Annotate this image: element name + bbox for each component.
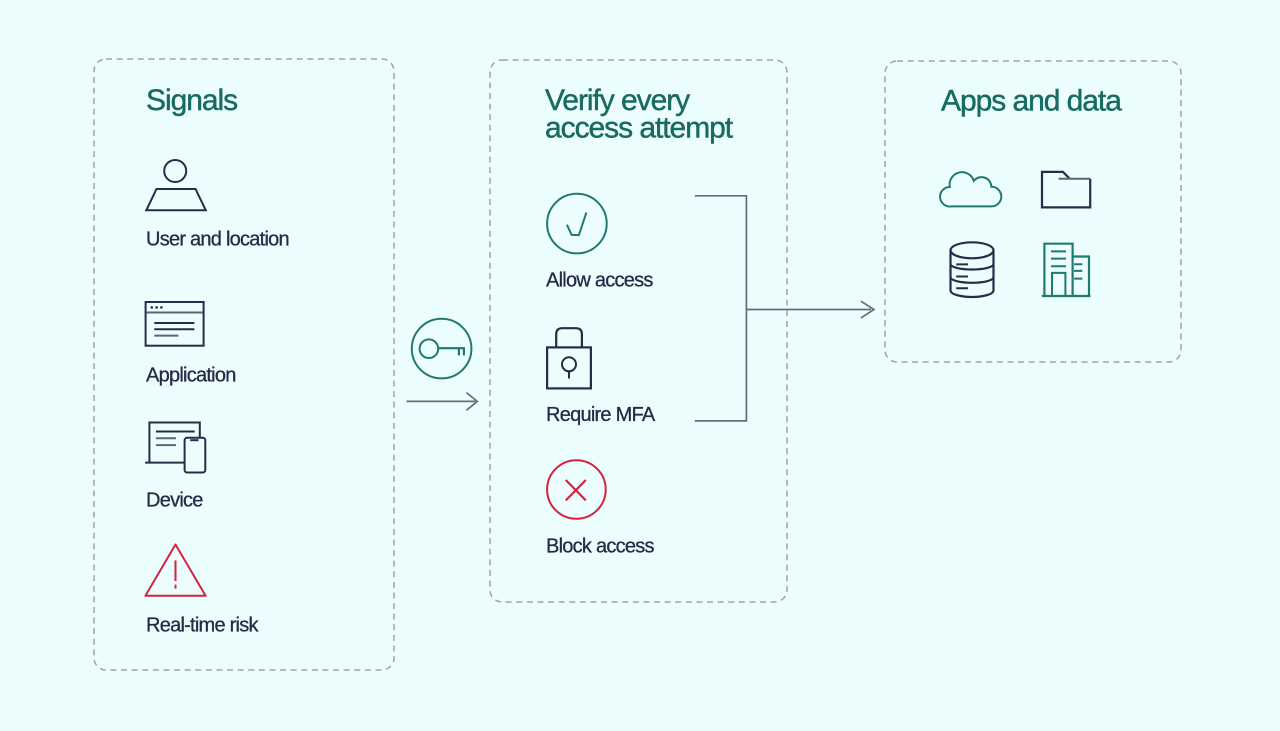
svg-text:Apps and data: Apps and data xyxy=(941,85,1122,118)
svg-text:Require MFA: Require MFA xyxy=(546,404,656,426)
svg-text:Device: Device xyxy=(146,489,203,511)
svg-text:Allow access: Allow access xyxy=(546,270,653,292)
svg-text:Verify every: Verify every xyxy=(545,84,690,117)
svg-text:User and location: User and location xyxy=(146,228,289,250)
svg-text:Application: Application xyxy=(146,365,236,387)
svg-text:access attempt: access attempt xyxy=(545,112,734,145)
svg-text:Block access: Block access xyxy=(546,536,654,558)
svg-text:Real-time risk: Real-time risk xyxy=(146,615,259,637)
svg-text:Signals: Signals xyxy=(146,84,237,117)
